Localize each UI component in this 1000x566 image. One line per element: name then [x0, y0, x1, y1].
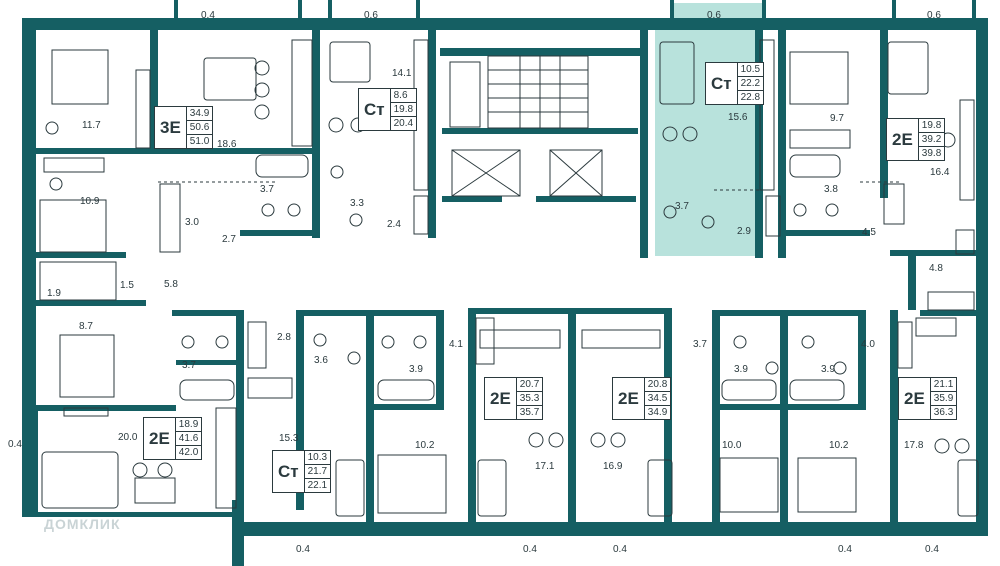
room-area: 17.1	[535, 461, 555, 472]
room-area: 4.0	[861, 339, 875, 350]
room-area: 10.9	[80, 196, 100, 207]
watermark: ДОМКЛИК	[44, 516, 121, 532]
balcony-area: 0.4	[296, 544, 310, 555]
area-with-balcony: 51.0	[189, 136, 210, 147]
furniture	[39, 39, 979, 517]
apartment-studio-2[interactable]: Ст 10.5 22.2 22.8	[705, 62, 765, 105]
room-area: 4.1	[449, 339, 463, 350]
apartment-2e-4[interactable]: 2E 20.8 34.5 34.9	[612, 377, 672, 420]
apartment-2e-5[interactable]: 2E 21.1 35.9 36.3	[898, 377, 958, 420]
living-area: 20.8	[644, 378, 671, 392]
room-area: 11.7	[82, 120, 101, 131]
room-area: 9.7	[830, 113, 844, 124]
apartment-type: 2E	[904, 388, 925, 408]
apartment-type: Ст	[711, 73, 732, 93]
area-with-balcony: 20.4	[393, 118, 414, 129]
apartment-type: 3E	[160, 117, 181, 137]
total-area: 41.6	[175, 432, 202, 446]
room-area: 10.0	[722, 440, 742, 451]
area-with-balcony: 22.1	[307, 480, 328, 491]
total-area: 34.5	[644, 392, 671, 406]
total-area: 21.7	[304, 465, 331, 479]
room-area: 3.7	[260, 184, 274, 195]
living-area: 19.8	[918, 119, 945, 133]
apartment-studio-1[interactable]: Ст 8.6 19.8 20.4	[358, 88, 418, 131]
room-area: 18.6	[217, 139, 237, 150]
room-area: 3.9	[409, 364, 423, 375]
room-area: 3.7	[693, 339, 707, 350]
room-area: 15.6	[728, 112, 748, 123]
room-area: 2.8	[277, 332, 291, 343]
balcony-area: 0.4	[613, 544, 627, 555]
room-area: 4.8	[929, 263, 943, 274]
living-area: 21.1	[930, 378, 957, 392]
room-area: 2.7	[222, 234, 236, 245]
room-area: 10.2	[829, 440, 849, 451]
room-area: 14.1	[392, 68, 412, 79]
balcony-area: 0.4	[925, 544, 939, 555]
apartment-2e-2[interactable]: 2E 18.9 41.6 42.0	[143, 417, 203, 460]
living-area: 10.5	[737, 63, 764, 77]
area-with-balcony: 36.3	[933, 407, 954, 418]
area-with-balcony: 42.0	[178, 447, 199, 458]
balcony-area: 0.4	[201, 10, 215, 21]
total-area: 50.6	[186, 121, 213, 135]
apartment-type: 2E	[892, 129, 913, 149]
apartment-2e-1[interactable]: 2E 19.8 39.2 39.8	[886, 118, 946, 161]
balcony-area: 0.4	[838, 544, 852, 555]
balcony-area: 0.6	[707, 10, 721, 21]
room-area: 3.6	[314, 355, 328, 366]
area-with-balcony: 34.9	[647, 407, 668, 418]
room-area: 3.9	[821, 364, 835, 375]
apartment-type: 2E	[490, 388, 511, 408]
area-with-balcony: 35.7	[519, 407, 540, 418]
living-area: 18.9	[175, 418, 202, 432]
room-area: 3.3	[350, 198, 364, 209]
room-area: 3.9	[734, 364, 748, 375]
living-area: 34.9	[186, 107, 213, 121]
total-area: 35.3	[516, 392, 543, 406]
apartment-type: 2E	[149, 428, 170, 448]
room-area: 2.4	[387, 219, 401, 230]
room-area: 3.7	[675, 201, 689, 212]
room-area: 3.7	[182, 360, 196, 371]
apartment-type: Ст	[364, 99, 385, 119]
total-area: 39.2	[918, 133, 945, 147]
apartment-3e[interactable]: 3E 34.9 50.6 51.0	[154, 106, 214, 149]
room-area: 4.5	[862, 227, 876, 238]
room-area: 15.3	[279, 433, 299, 444]
stair-core	[449, 55, 603, 197]
walls	[22, 0, 988, 566]
room-area: 8.7	[79, 321, 93, 332]
area-with-balcony: 22.8	[740, 92, 761, 103]
total-area: 19.8	[390, 103, 417, 117]
room-area: 17.8	[904, 440, 924, 451]
apartment-type: Ст	[278, 461, 299, 481]
living-area: 10.3	[304, 451, 331, 465]
room-area: 3.8	[824, 184, 838, 195]
total-area: 22.2	[737, 77, 764, 91]
apartment-type: 2E	[618, 388, 639, 408]
area-with-balcony: 39.8	[921, 148, 942, 159]
room-area: 10.2	[415, 440, 435, 451]
living-area: 8.6	[390, 89, 417, 103]
room-area: 20.0	[118, 432, 138, 443]
living-area: 20.7	[516, 378, 543, 392]
room-area: 2.9	[737, 226, 751, 237]
balcony-area: 0.4	[8, 439, 22, 450]
room-area: 5.8	[164, 279, 178, 290]
balcony-area: 0.6	[364, 10, 378, 21]
balcony-area: 0.6	[927, 10, 941, 21]
apartment-2e-3[interactable]: 2E 20.7 35.3 35.7	[484, 377, 544, 420]
room-area: 1.9	[47, 288, 61, 299]
balcony-area: 0.4	[523, 544, 537, 555]
total-area: 35.9	[930, 392, 957, 406]
room-area: 16.9	[603, 461, 623, 472]
room-area: 16.4	[930, 167, 950, 178]
room-area: 3.0	[185, 217, 199, 228]
room-area: 1.5	[120, 280, 134, 291]
apartment-studio-3[interactable]: Ст 10.3 21.7 22.1	[272, 450, 332, 493]
